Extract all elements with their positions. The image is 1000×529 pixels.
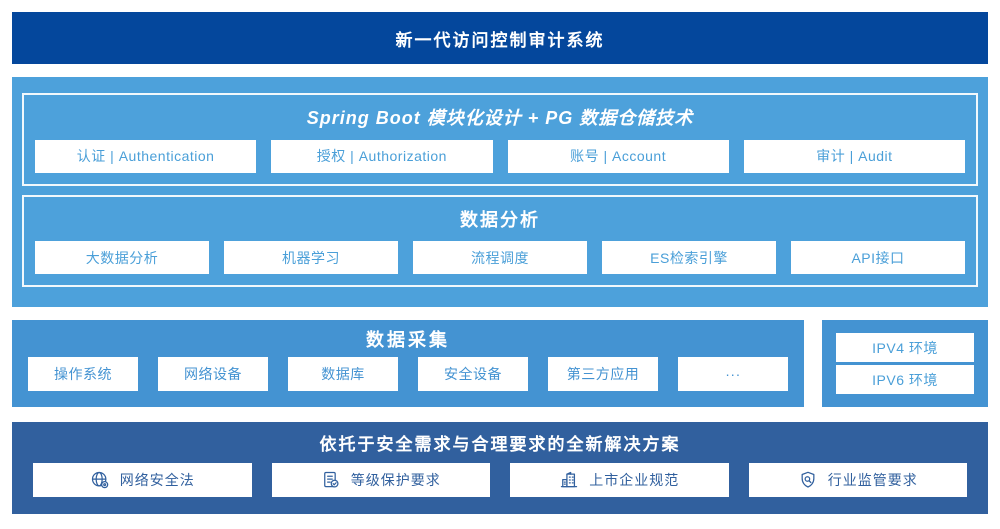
solution-box-label: 网络安全法 <box>119 472 195 488</box>
analysis-box-workflow: 流程调度 <box>413 241 587 274</box>
source-box-more: ··· <box>678 357 788 391</box>
module-box-account: 账号 | Account <box>507 139 729 173</box>
analysis-box-api: API接口 <box>791 241 965 274</box>
building-icon <box>559 470 579 490</box>
source-box-security-device: 安全设备 <box>418 357 528 391</box>
data-collection-panel: 数据采集 操作系统 网络设备 数据库 安全设备 第三方应用 ··· <box>12 320 804 407</box>
solution-box-label: 等级保护要求 <box>350 472 441 488</box>
document-check-icon <box>321 470 341 490</box>
module-box-authentication: 认证 | Authentication <box>35 139 257 173</box>
data-analysis-section: 数据分析 大数据分析 机器学习 流程调度 ES检索引擎 API接口 <box>22 194 978 287</box>
solution-box-classified-protection: 等级保护要求 <box>271 463 490 497</box>
solution-box-cybersecurity-law: 网络安全法 <box>33 463 252 497</box>
solution-boxes: 网络安全法 等级保护要求 <box>12 463 988 514</box>
analysis-box-ml: 机器学习 <box>224 241 398 274</box>
solution-panel: 依托于安全需求与合理要求的全新解决方案 网络安全法 <box>12 422 988 514</box>
source-box-os: 操作系统 <box>28 357 138 391</box>
data-collection-boxes: 操作系统 网络设备 数据库 安全设备 第三方应用 ··· <box>12 357 804 407</box>
env-box-ipv4: IPV4 环境 <box>836 333 974 362</box>
shield-search-icon <box>798 470 818 490</box>
analysis-box-bigdata: 大数据分析 <box>35 241 209 274</box>
env-box-ipv6: IPV6 环境 <box>836 365 974 394</box>
data-analysis-boxes: 大数据分析 机器学习 流程调度 ES检索引擎 API接口 <box>24 241 976 285</box>
source-box-third-party: 第三方应用 <box>548 357 658 391</box>
data-analysis-section-title: 数据分析 <box>460 209 540 230</box>
solution-title: 依托于安全需求与合理要求的全新解决方案 <box>319 435 681 454</box>
spring-boot-section: Spring Boot 模块化设计 + PG 数据仓储技术 认证 | Authe… <box>22 93 978 186</box>
spring-boot-boxes: 认证 | Authentication 授权 | Authorization 账… <box>24 139 976 184</box>
ip-environment-panel: IPV4 环境 IPV6 环境 <box>822 320 988 407</box>
module-box-authorization: 授权 | Authorization <box>271 139 493 173</box>
analysis-box-es: ES检索引擎 <box>602 241 776 274</box>
solution-box-label: 上市企业规范 <box>589 472 680 488</box>
source-box-network-device: 网络设备 <box>158 357 268 391</box>
spring-boot-section-title: Spring Boot 模块化设计 + PG 数据仓储技术 <box>306 108 694 129</box>
system-title: 新一代访问控制审计系统 <box>395 30 605 50</box>
module-box-audit: 审计 | Audit <box>743 139 965 173</box>
solution-box-label: 行业监管要求 <box>827 472 918 488</box>
platform-panel: Spring Boot 模块化设计 + PG 数据仓储技术 认证 | Authe… <box>12 77 988 307</box>
globe-badge-icon <box>90 470 110 490</box>
data-collection-title: 数据采集 <box>366 329 450 350</box>
solution-box-listed-company: 上市企业规范 <box>510 463 729 497</box>
source-box-database: 数据库 <box>288 357 398 391</box>
solution-box-industry-regulation: 行业监管要求 <box>748 463 967 497</box>
system-title-bar: 新一代访问控制审计系统 <box>12 12 988 64</box>
